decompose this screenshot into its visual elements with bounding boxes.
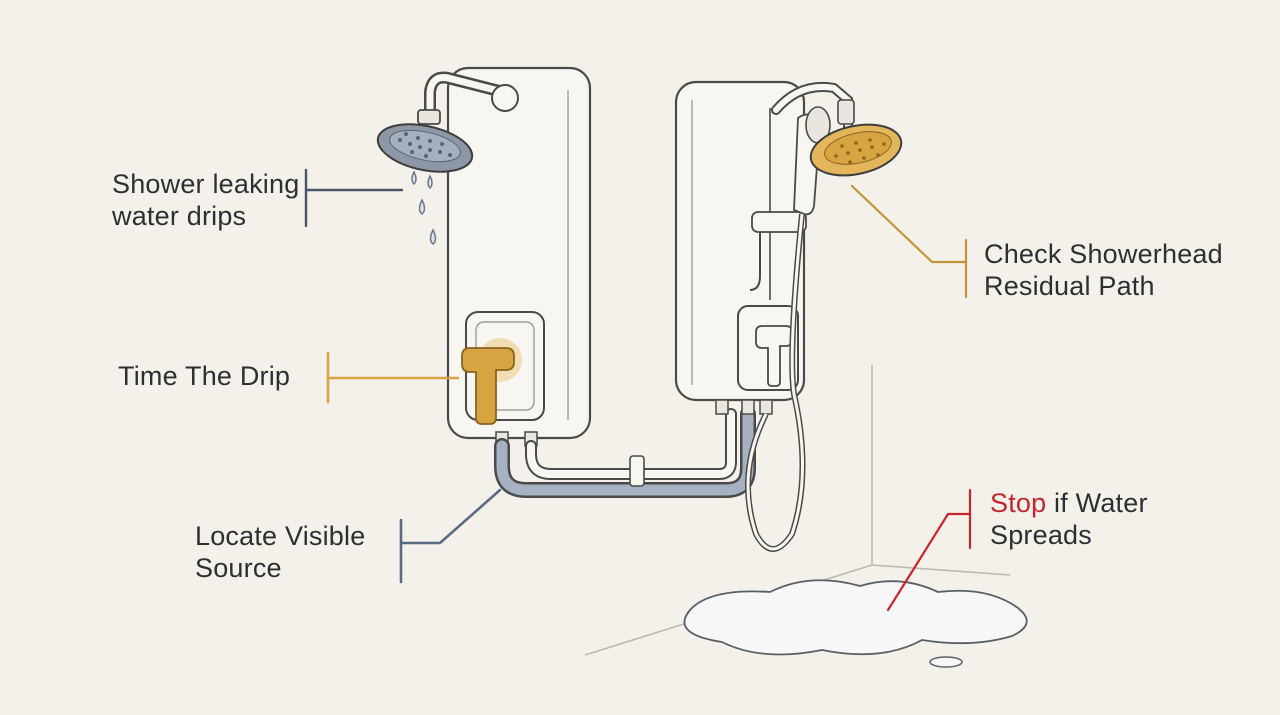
left-shower-unit	[376, 66, 592, 447]
callout-source: Locate Visible Source	[195, 520, 365, 584]
callout-source-line1: Locate Visible	[195, 521, 366, 551]
callout-drip: Time The Drip	[118, 360, 290, 392]
rain-showerhead	[809, 99, 903, 177]
callout-drip-line1: Time The Drip	[118, 361, 291, 391]
leader-leak	[304, 168, 404, 228]
right-shower-unit	[674, 80, 903, 552]
callout-stop: Stop if Water Spreads	[990, 487, 1148, 551]
callout-stop-line1: Stop if Water	[990, 487, 1148, 519]
water-drips	[411, 170, 437, 245]
callout-source-line2: Source	[195, 553, 282, 583]
mixer-valve	[461, 347, 515, 425]
leader-stop	[886, 488, 972, 612]
water-puddle	[683, 579, 1028, 668]
hand-shower	[793, 106, 831, 216]
callout-showerhead-line2: Residual Path	[984, 271, 1155, 301]
stop-rest: if Water	[1046, 488, 1148, 518]
stop-emphasis: Stop	[990, 488, 1047, 518]
leader-showerhead	[850, 184, 968, 299]
callout-showerhead-line1: Check Showerhead	[984, 239, 1223, 269]
leader-drip	[326, 351, 460, 404]
callout-leak-line2: water drips	[112, 201, 247, 231]
callout-stop-line2: Spreads	[990, 520, 1092, 550]
callout-showerhead: Check Showerhead Residual Path	[984, 238, 1223, 302]
callout-leak: Shower leaking water drips	[112, 168, 299, 232]
leaking-showerhead	[376, 109, 474, 173]
leader-source	[399, 488, 502, 584]
callout-leak-line1: Shower leaking	[112, 169, 300, 199]
